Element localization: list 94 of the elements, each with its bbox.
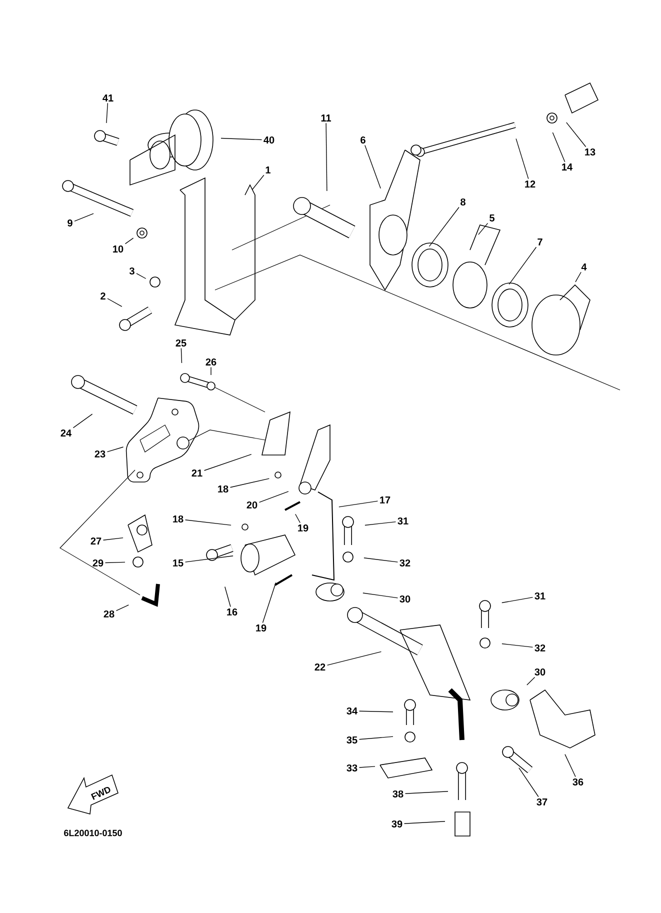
leader-line: [136, 273, 146, 279]
leader-line: [106, 102, 108, 124]
fwd-label: FWD: [90, 786, 110, 800]
leader-line: [107, 298, 122, 307]
callout-number: 29: [92, 559, 104, 567]
leader-line: [184, 520, 232, 526]
callout-number: 14: [562, 164, 572, 170]
callout-number: 19: [256, 624, 266, 632]
callout-number: 39: [392, 820, 402, 828]
callout-number: 6: [360, 136, 366, 144]
leader-line: [106, 446, 124, 452]
callout-number: 32: [534, 644, 546, 652]
leader-line: [252, 174, 264, 190]
callout-number: 8: [460, 198, 466, 206]
callout-number: 2: [100, 292, 106, 300]
callout-number: 34: [346, 707, 358, 715]
callout-number: 4: [581, 264, 587, 270]
callout-number: 13: [585, 148, 596, 156]
leader-line: [364, 144, 381, 189]
leader-line: [116, 604, 129, 611]
leader-line: [326, 122, 328, 192]
callout-number: 19: [298, 524, 308, 532]
leader-line: [358, 710, 394, 712]
callout-number: 16: [227, 608, 238, 616]
callout-number: 18: [173, 515, 184, 523]
leader-line: [564, 754, 576, 778]
callout-number: 1: [266, 166, 270, 174]
callout-number: 26: [206, 358, 216, 366]
leader-line: [502, 643, 534, 648]
leader-line: [552, 132, 566, 162]
leader-line: [326, 651, 382, 666]
callout-number: 41: [102, 94, 114, 102]
leader-line: [362, 592, 398, 598]
callout-number: 31: [534, 592, 546, 600]
leader-line: [358, 736, 394, 740]
leader-line: [124, 238, 134, 244]
leader-line: [526, 676, 536, 686]
callout-number: 30: [400, 595, 410, 603]
callout-number: 10: [113, 245, 124, 253]
callout-number: 32: [400, 559, 410, 567]
leader-line: [358, 766, 376, 768]
leader-line: [72, 414, 93, 428]
leader-line: [478, 222, 488, 235]
callout-number: 20: [246, 501, 258, 509]
leader-line: [502, 596, 534, 604]
callout-number: 25: [176, 339, 186, 347]
leader-line: [364, 558, 398, 562]
callout-number: 30: [534, 668, 546, 676]
callout-number: 23: [94, 450, 106, 458]
callout-number: 28: [104, 610, 114, 618]
callout-number: 17: [380, 496, 390, 504]
leader-line: [338, 500, 378, 508]
leader-line: [210, 366, 212, 376]
callout-number: 38: [392, 790, 404, 798]
leader-line: [230, 478, 270, 488]
callout-number: 3: [129, 267, 134, 275]
leader-line: [102, 537, 124, 540]
leader-line: [404, 791, 448, 794]
leader-line: [404, 821, 446, 824]
callout-number: 5: [490, 214, 494, 222]
callout-number: 18: [218, 485, 228, 493]
callout-number: 7: [538, 238, 542, 246]
callout-number: 12: [525, 180, 536, 188]
leader-line: [74, 213, 94, 222]
callout-number: 9: [68, 219, 72, 227]
callout-number: 36: [572, 778, 584, 786]
leader-line: [508, 246, 537, 285]
leader-line: [516, 138, 529, 180]
callout-number: 15: [173, 560, 184, 566]
callout-number: 40: [264, 136, 274, 144]
callout-number: 21: [192, 470, 202, 476]
leader-line: [104, 562, 126, 564]
leader-line: [204, 454, 252, 471]
callout-number: 24: [60, 430, 72, 436]
callout-number: 33: [346, 764, 358, 772]
callout-number: 11: [321, 114, 331, 122]
leader-line: [428, 206, 460, 247]
callout-number: 22: [314, 664, 326, 670]
leader-line: [224, 586, 231, 608]
leader-line: [364, 521, 396, 526]
leader-line: [180, 348, 182, 364]
leader-line: [184, 556, 234, 562]
leader-line: [258, 491, 289, 503]
leader-line: [295, 514, 300, 524]
leader-line: [566, 122, 586, 148]
drawing-number: 6L20010-0150: [64, 830, 122, 836]
leader-line: [262, 582, 276, 624]
leader-line: [220, 138, 262, 140]
callout-number: 27: [90, 538, 102, 544]
callout-number: 35: [346, 736, 358, 744]
callout-number: 37: [536, 798, 548, 806]
callout-number: 31: [398, 517, 408, 525]
leader-line: [575, 272, 582, 282]
leader-line: [518, 767, 539, 798]
